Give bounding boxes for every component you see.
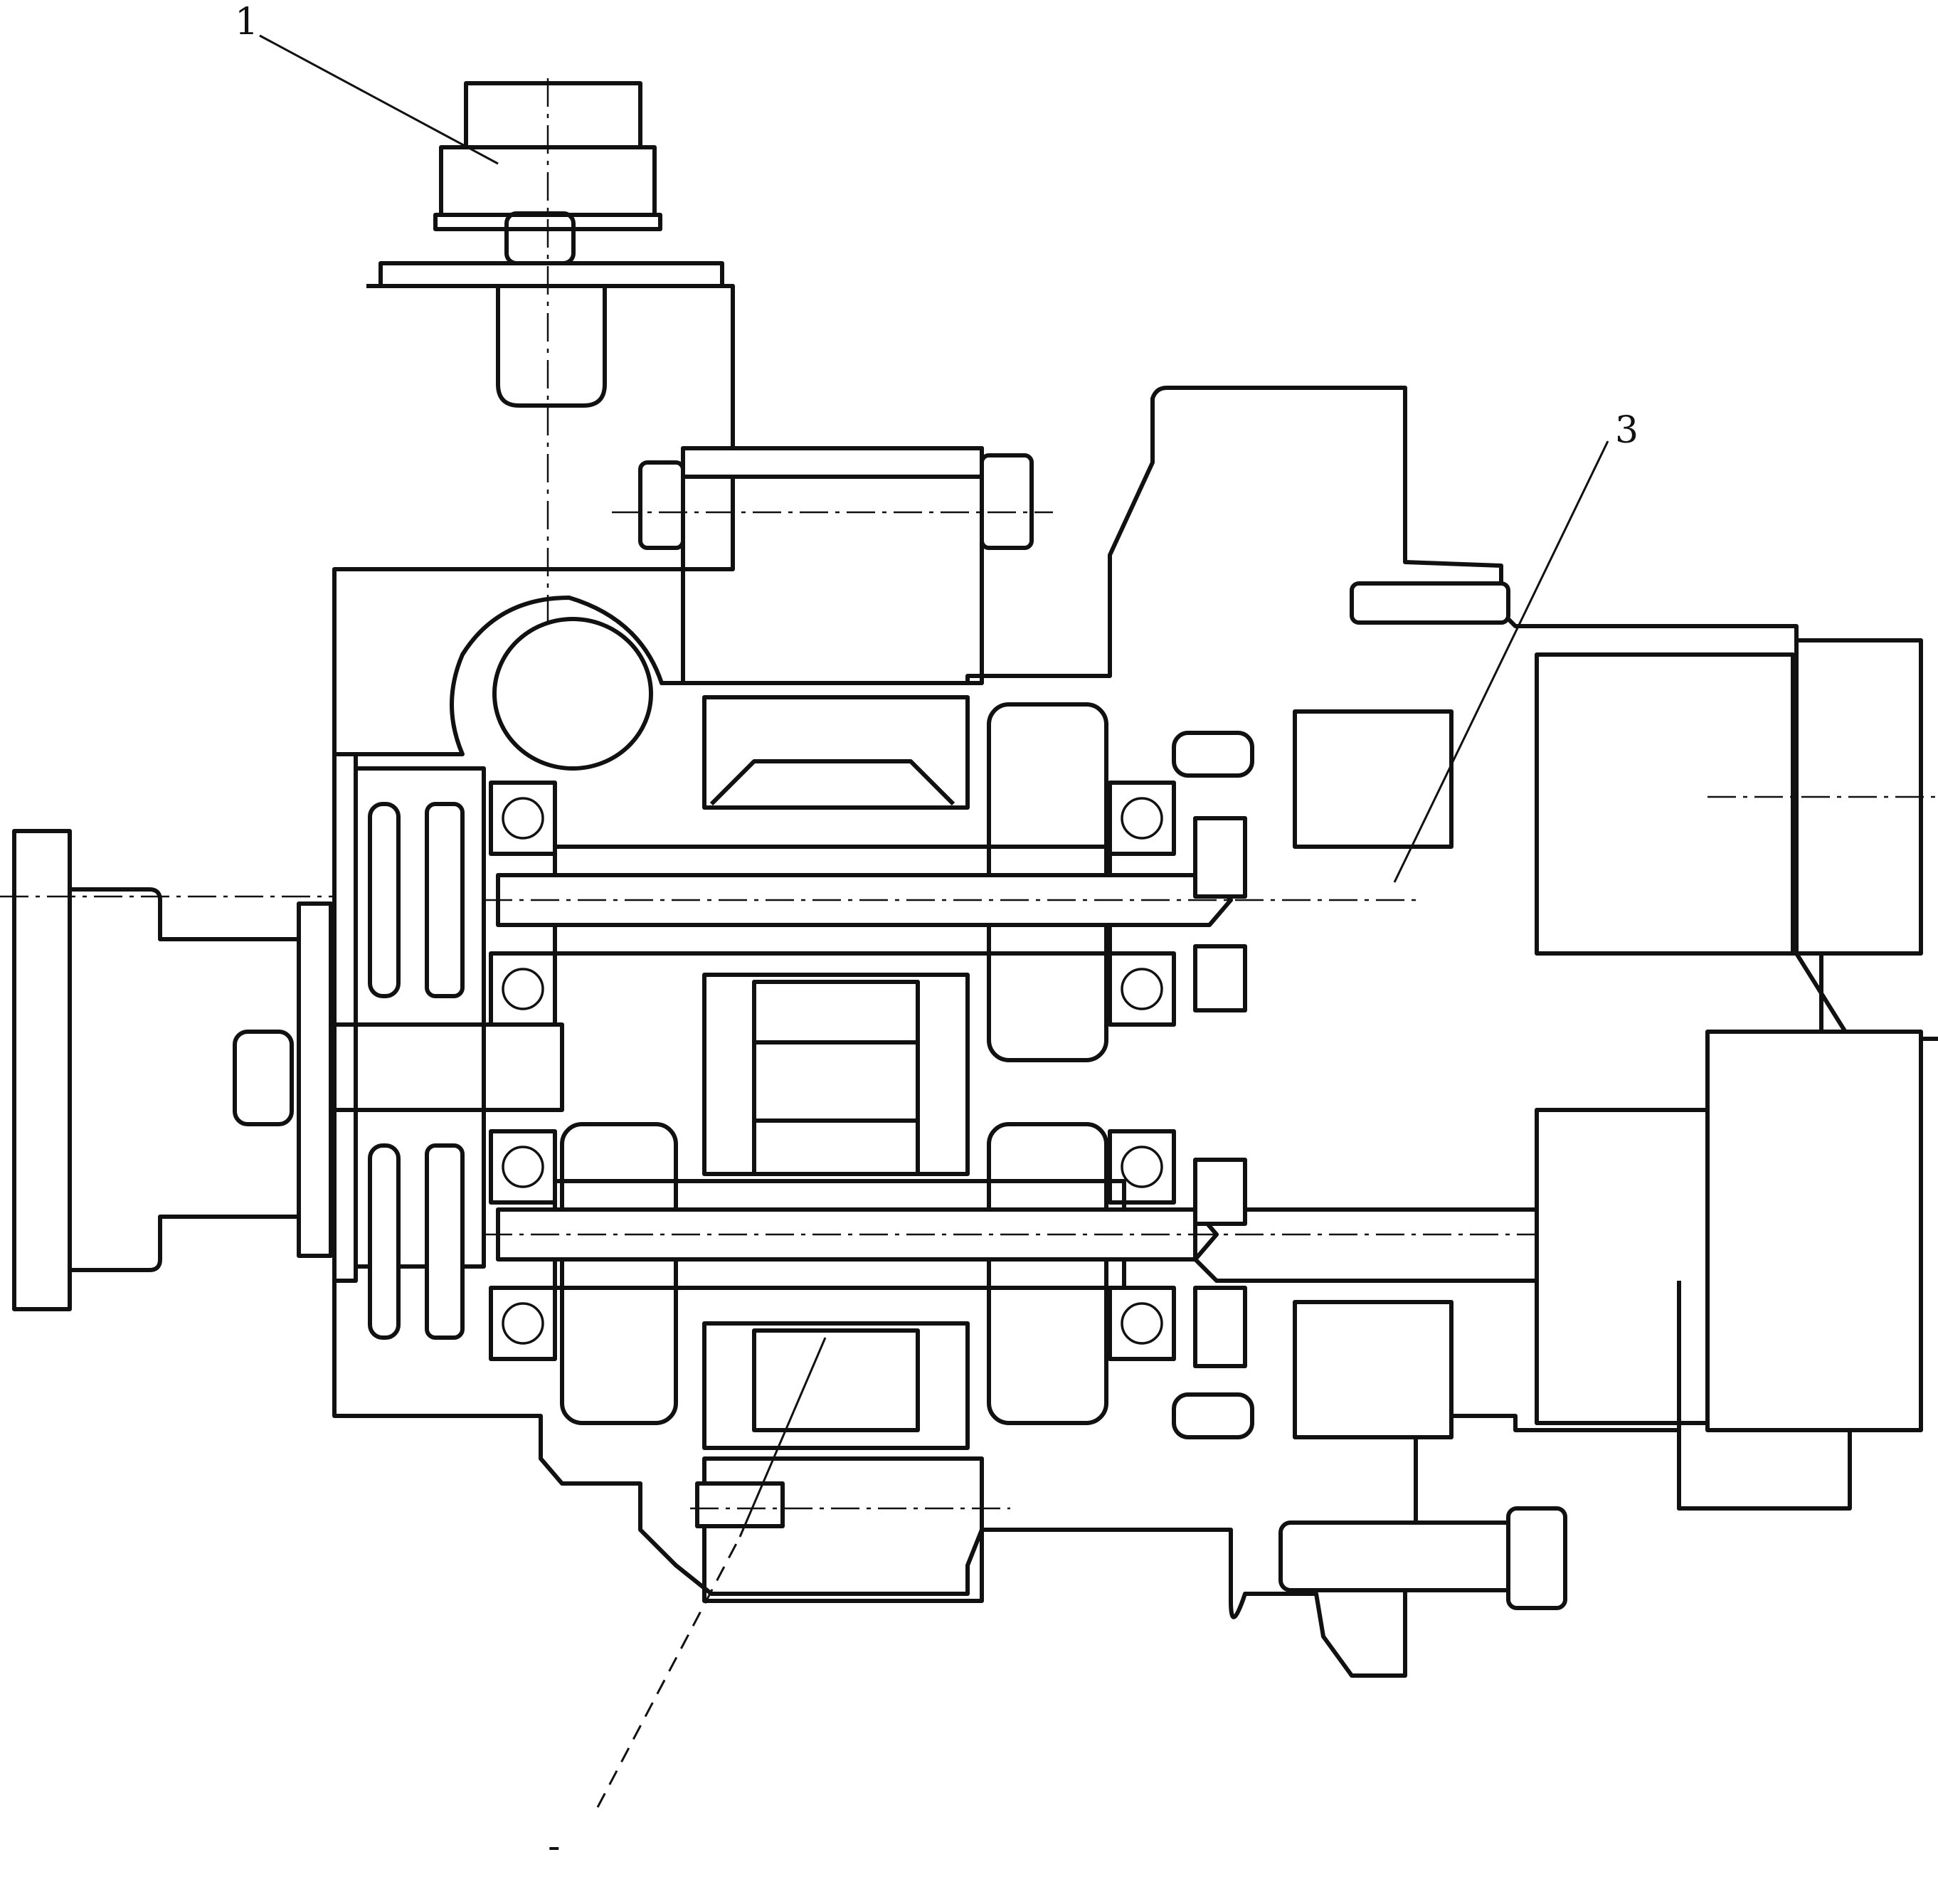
bearings	[489, 781, 1176, 1361]
pump-housing	[332, 386, 1852, 1678]
lower-output-housing	[1705, 1030, 1923, 1432]
bottom-bolt	[1278, 1520, 1518, 1592]
flange-nut	[233, 1030, 294, 1126]
relief-valve-assembly	[332, 78, 735, 712]
right-coupling-assembly	[1278, 581, 1938, 1610]
leader-line-bottom	[596, 1536, 741, 1808]
top-bolt	[1350, 581, 1510, 625]
upper-shaft	[484, 845, 1423, 956]
bolt-head-left	[638, 460, 685, 550]
left-end-cover	[332, 752, 564, 1340]
valve-nut	[504, 211, 576, 265]
lower-cover-block	[690, 1456, 1010, 1603]
inlet-port	[492, 617, 653, 771]
upper-cover-block	[612, 446, 1053, 685]
callout-3: 3	[1615, 409, 1638, 452]
drive-hub	[332, 1022, 564, 1112]
gear-chambers	[492, 617, 1108, 1450]
bolt-head-right	[980, 453, 1034, 550]
callout-1: 1	[235, 1, 258, 43]
leader-line-1	[259, 34, 499, 165]
callouts: 1 3 -	[235, 1, 1638, 1868]
output-bore	[1535, 652, 1795, 956]
callout-bottom: -	[548, 1825, 561, 1868]
coupling-flange	[0, 829, 341, 1311]
leader-line-3	[1393, 440, 1609, 883]
shaft-seals	[1172, 731, 1254, 1439]
